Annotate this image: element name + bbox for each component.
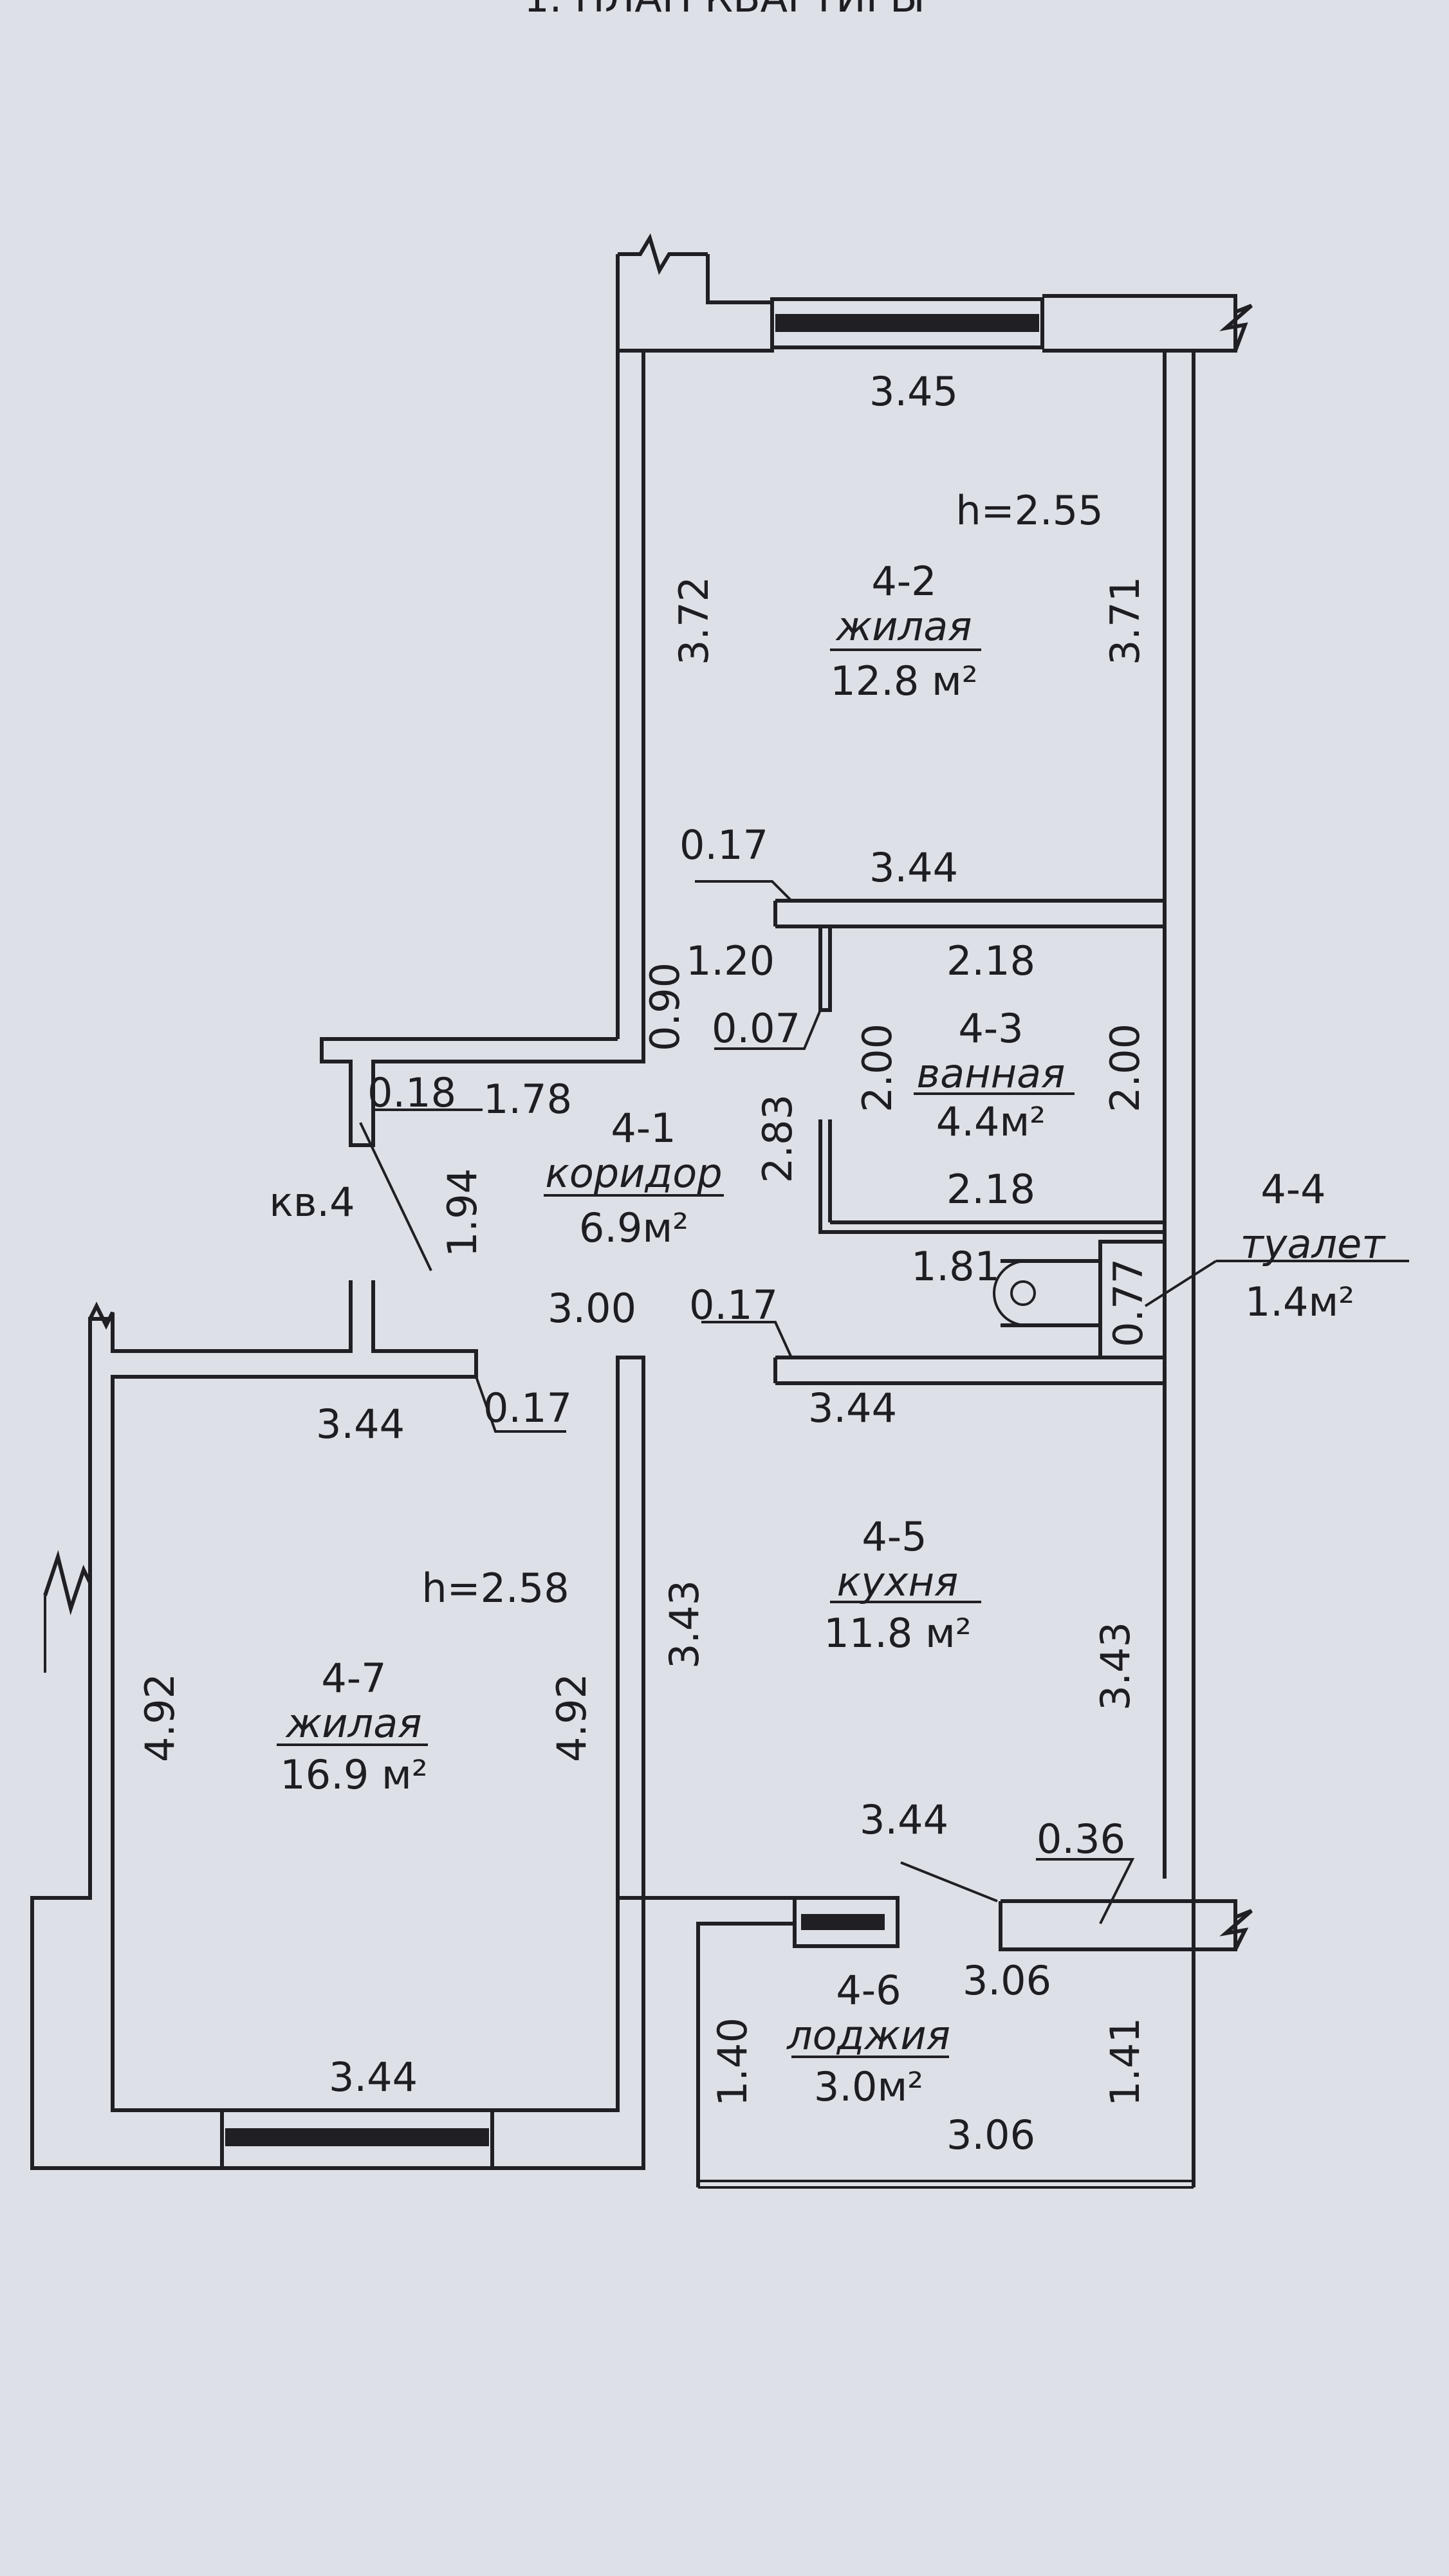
room-4-1-name: коридор [545,1150,722,1197]
room-4-3-area: 4.4м² [936,1098,1046,1145]
break-mark-top-left [618,233,708,275]
room-4-2-id: 4-2 [871,558,936,605]
dim-007: 0.07 [712,1005,800,1052]
break-mark-top-right [1219,296,1253,352]
toilet-fixture [993,1260,1100,1327]
room-4-5-name: кухня [837,1558,959,1605]
dim-wall-017-c: 0.17 [483,1385,572,1431]
break-mark-left-top [88,1302,115,1330]
dim-194: 1.94 [439,1168,486,1257]
dim-r45-left: 3.43 [661,1580,708,1669]
height-upper: h=2.55 [955,487,1103,534]
dim-r46-left: 1.40 [709,2018,756,2106]
room-4-5-area: 11.8 м² [824,1610,971,1657]
dim-r43-bottom: 2.18 [946,1166,1035,1213]
room-4-3-name: ванная [917,1050,1066,1097]
room-4-2-name: жилая [835,603,972,650]
dim-r45-bottom: 3.44 [860,1796,948,1843]
dim-r42-top: 3.45 [869,368,958,415]
dim-090: 0.90 [641,962,688,1051]
dim-300: 3.00 [548,1285,636,1332]
leader-r44-pointer [1144,1260,1217,1307]
dim-r47-right: 4.92 [548,1673,595,1762]
room-4-7-id: 4-7 [321,1655,386,1702]
leader-036 [1036,1858,1135,1924]
apartment-label: кв.4 [269,1179,355,1226]
room-4-6-name: лоджия [786,2012,950,2059]
room-4-3-id: 4-3 [958,1005,1023,1052]
dim-181: 1.81 [911,1243,1000,1290]
room-4-6-area: 3.0м² [814,2063,923,2110]
dim-283: 2.83 [754,1094,801,1183]
window-loggia [801,1914,885,1930]
room-4-1-area: 6.9м² [579,1204,688,1251]
dim-r45-right: 3.43 [1092,1622,1139,1711]
dim-r42-bottom: 3.44 [869,844,958,891]
dim-r46-top: 3.06 [963,1957,1051,2004]
dim-r47-bottom: 3.44 [329,2054,418,2101]
room-4-4-id: 4-4 [1260,1166,1325,1213]
toilet-bowl-icon [1010,1280,1036,1306]
dim-r43-right: 2.00 [1102,1024,1149,1112]
plan-title: 1. ПЛАН КВАРТИРЫ [524,0,925,21]
room-4-6-id: 4-6 [836,1967,901,2014]
dim-036: 0.36 [1037,1816,1125,1863]
dim-r43-left: 2.00 [854,1024,901,1112]
wall-r45-top [775,1356,1167,1385]
dim-r47-left: 4.92 [136,1673,183,1762]
wall-r46-right-top [999,1899,1237,1951]
height-lower: h=2.58 [421,1565,569,1612]
wall-top-window-frame [770,297,1044,349]
room-4-7-area: 16.9 м² [280,1751,427,1798]
dim-r42-left: 3.72 [670,576,717,665]
break-mark-left-mid [43,1550,92,1615]
dim-178: 1.78 [483,1076,572,1123]
wall-r42-bottom [775,899,1167,928]
leader-017-c [475,1376,566,1433]
wall-r43-left [818,926,832,1012]
wall-r47-right [616,1356,645,1898]
dim-r46-bottom: 3.06 [946,2111,1035,2158]
dim-r47-top: 3.44 [316,1401,405,1448]
leader-017-b [701,1321,793,1358]
dim-wall-017-b: 0.17 [689,1282,778,1329]
wall-top-stub [616,254,774,353]
wall-corridor-top [320,1036,645,1147]
leader-344 [900,1861,998,1902]
dim-077: 0.77 [1105,1258,1152,1347]
wall-r46-window-frame [793,1896,900,1948]
wall-bottom-right [492,1896,645,2170]
dim-r46-right: 1.41 [1102,2018,1149,2106]
room-4-7-name: жилая [284,1700,421,1747]
wall-top-right [1042,294,1237,353]
leader-017-a [695,880,793,902]
break-mark-right-bottom [1219,1901,1253,1951]
dim-018: 0.18 [367,1069,456,1116]
room-4-4-area: 1.4м² [1245,1278,1354,1325]
dim-r42-right: 3.71 [1102,576,1149,665]
dim-120: 1.20 [686,937,775,984]
window-top [775,314,1039,332]
door-swing-line [359,1122,432,1271]
dim-r45-top: 3.44 [808,1385,897,1431]
room-4-1-id: 4-1 [611,1105,676,1152]
leader-007 [714,1009,822,1050]
room-4-4-name: туалет [1241,1220,1387,1267]
wall-r43-left-lower [818,1119,1165,1234]
dim-wall-017-a: 0.17 [679,822,768,869]
window-bottom [225,2128,489,2146]
dim-r43-top: 2.18 [946,937,1035,984]
room-4-5-id: 4-5 [862,1513,927,1560]
room-4-2-area: 12.8 м² [830,658,977,704]
wall-bottom-window-frame [220,2108,494,2170]
